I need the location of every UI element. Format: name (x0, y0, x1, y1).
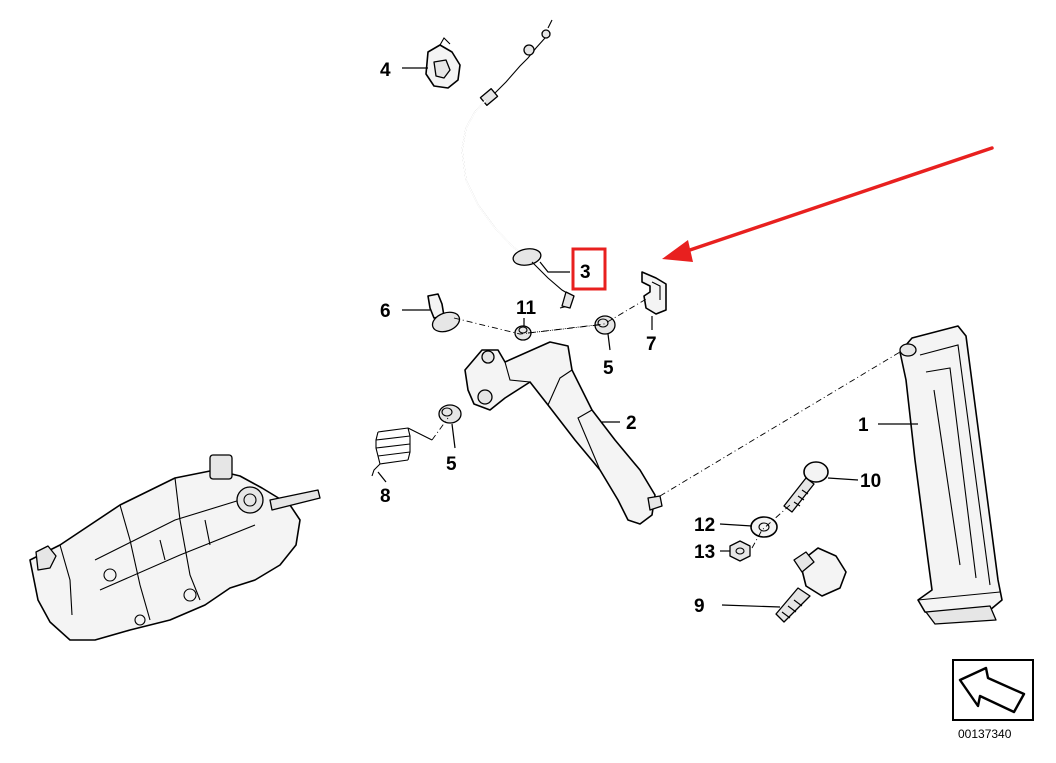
part-5-bushing-lower (438, 404, 462, 424)
part-7-bracket (641, 271, 667, 315)
callout-1: 1 (858, 415, 869, 436)
red-arrow-icon (662, 146, 994, 262)
callout-3-highlight-box (571, 247, 607, 291)
callout-3: 3 (580, 262, 591, 283)
pedal-bracket-assembly (29, 454, 321, 641)
part-6-pin (427, 293, 461, 333)
part-12-nut (729, 540, 751, 562)
part-9-bushing (514, 325, 532, 341)
part-8-spring (371, 427, 433, 477)
direction-arrow-icon (952, 659, 1034, 721)
callout-6: 6 (380, 301, 391, 322)
part-10-bolt (783, 461, 829, 513)
callout-9: 11 (516, 298, 537, 319)
callout-12: 13 (694, 542, 715, 563)
part-1-pedal-pad (899, 325, 1003, 625)
part-4-clip (425, 37, 461, 89)
part-2-pedal-lever (464, 341, 663, 525)
callout-11: 12 (694, 515, 715, 536)
callout-13: 9 (694, 596, 705, 617)
part-3-accelerator-cable (461, 19, 575, 309)
assembly-lines (431, 297, 901, 549)
callout-4: 4 (380, 60, 391, 81)
callout-8: 8 (380, 486, 391, 507)
callouts: 4 6 11 3 7 5 2 5 8 1 10 12 13 9 (380, 60, 881, 617)
callout-5-lower: 5 (446, 454, 457, 475)
callout-7: 7 (646, 334, 657, 355)
part-13-stopper (775, 547, 847, 623)
part-11-washer (750, 516, 778, 538)
leader-lines (377, 67, 918, 608)
diagram-number: 00137340 (958, 727, 1012, 741)
callout-10: 10 (860, 471, 881, 492)
callout-5-upper: 5 (603, 358, 614, 379)
callout-2: 2 (626, 413, 637, 434)
